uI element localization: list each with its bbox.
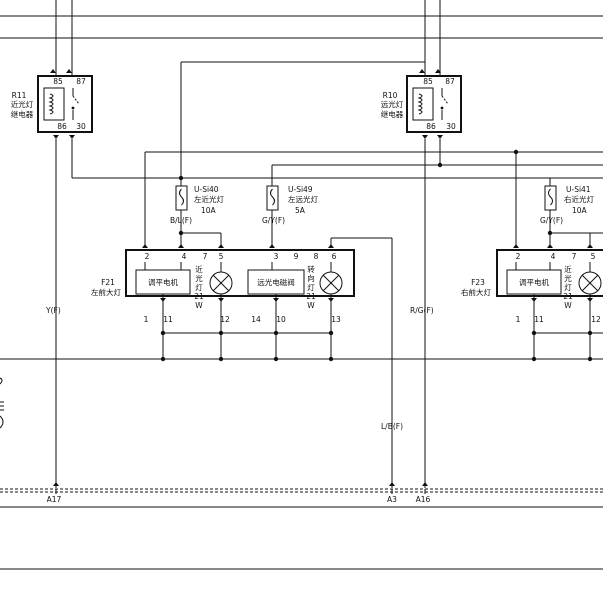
f21-turn-lamp-c3: 灯 xyxy=(307,282,315,292)
f23-pin-4: 4 xyxy=(551,252,556,261)
f21-pin-2: 2 xyxy=(145,252,150,261)
si41-name: 右近光灯 xyxy=(564,194,594,204)
f21-leveling-motor: 调平电机 xyxy=(148,277,178,287)
f23-low-beam-watt: 21 xyxy=(563,292,573,301)
fuse-si41 xyxy=(544,185,557,211)
r11-name-2: 继电器 xyxy=(11,109,34,119)
f21-low-beam-unit: W xyxy=(195,301,203,310)
r11-pin-85: 85 xyxy=(53,77,63,86)
f23-low-beam-c3: 灯 xyxy=(564,282,572,292)
r10-name-1: 远光灯 xyxy=(381,99,404,109)
f21-pin-1: 1 xyxy=(144,315,149,324)
r10-code: R10 xyxy=(383,91,398,100)
f21-pin-13: 13 xyxy=(331,315,341,324)
f21-pin-8: 8 xyxy=(314,252,319,261)
r10-name-2: 继电器 xyxy=(381,109,404,119)
connector-a3: A3 xyxy=(387,495,397,504)
r10-pin-87: 87 xyxy=(445,77,455,86)
connector-a17: A17 xyxy=(47,495,62,504)
si40-name: 左近光灯 xyxy=(194,194,224,204)
f21-turn-lamp-c1: 转 xyxy=(307,264,315,274)
f21-pin-7: 7 xyxy=(203,252,208,261)
partial-symbol-left xyxy=(0,377,4,429)
si49-code: U-Si49 xyxy=(288,185,313,194)
f23-pin-11: 11 xyxy=(534,315,544,324)
si40-rating: 10A xyxy=(201,206,217,215)
r10-pin-85: 85 xyxy=(423,77,433,86)
f21-pin-14: 14 xyxy=(251,315,261,324)
headlamp-f21 xyxy=(125,244,355,316)
f23-name: 右前大灯 xyxy=(461,287,491,297)
r11-code: R11 xyxy=(12,91,27,100)
r11-pin-30: 30 xyxy=(76,122,86,131)
f21-turn-lamp-watt: 21 xyxy=(306,292,316,301)
si41-code: U-Si41 xyxy=(566,185,591,194)
f21-pin-4: 4 xyxy=(182,252,187,261)
wire-label-lb-f: L/B(F) xyxy=(381,422,403,431)
relay-r11: 85 87 86 30 xyxy=(37,69,93,139)
f21-pin-6: 6 xyxy=(332,252,337,261)
f23-pin-12: 12 xyxy=(591,315,601,324)
f23-leveling-motor: 调平电机 xyxy=(519,277,549,287)
f21-turn-lamp-unit: W xyxy=(307,301,315,310)
r11-pin-87: 87 xyxy=(76,77,86,86)
f21-turn-lamp-c2: 向 xyxy=(307,273,315,283)
r10-pin-86: 86 xyxy=(426,122,436,131)
wire-label-y-f: Y(F) xyxy=(45,306,61,315)
f21-pin-9: 9 xyxy=(294,252,299,261)
si49-rating: 5A xyxy=(295,206,306,215)
fuse-si40 xyxy=(175,185,188,211)
si40-wire: B/L(F) xyxy=(170,216,192,225)
f21-pin-11: 11 xyxy=(163,315,173,324)
f23-pin-1: 1 xyxy=(516,315,521,324)
f21-code: F21 xyxy=(101,278,115,287)
relay-r10: 85 87 86 30 xyxy=(406,69,462,139)
r11-pin-86: 86 xyxy=(57,122,67,131)
f23-pin-7: 7 xyxy=(572,252,577,261)
si40-code: U-Si40 xyxy=(194,185,219,194)
f21-high-beam-valve: 远光电磁阀 xyxy=(257,277,295,287)
f21-pin-10: 10 xyxy=(276,315,286,324)
f21-low-beam-c3: 灯 xyxy=(195,282,203,292)
r10-pin-30: 30 xyxy=(446,122,456,131)
f23-low-beam-c2: 光 xyxy=(564,273,572,283)
f21-pin-12: 12 xyxy=(220,315,230,324)
f23-low-beam-c1: 近 xyxy=(564,264,572,274)
f21-pin-5: 5 xyxy=(219,252,224,261)
wire-label-rg-f: R/G(F) xyxy=(410,306,434,315)
si41-wire: G/Y(F) xyxy=(540,216,563,225)
f23-pin-5: 5 xyxy=(591,252,596,261)
f21-low-beam-watt: 21 xyxy=(194,292,204,301)
connector-a16: A16 xyxy=(416,495,431,504)
si49-wire: G/Y(F) xyxy=(262,216,285,225)
fuse-si49 xyxy=(266,185,279,211)
si41-rating: 10A xyxy=(572,206,588,215)
headlamp-f23 xyxy=(496,244,603,316)
f21-low-beam-c1: 近 xyxy=(195,264,203,274)
f21-name: 左前大灯 xyxy=(91,287,121,297)
f23-low-beam-unit: W xyxy=(564,301,572,310)
f21-low-beam-c2: 光 xyxy=(195,273,203,283)
r11-name-1: 近光灯 xyxy=(11,99,34,109)
f21-pin-3: 3 xyxy=(274,252,279,261)
si49-name: 左远光灯 xyxy=(288,194,318,204)
f23-code: F23 xyxy=(471,278,485,287)
f23-pin-2: 2 xyxy=(516,252,521,261)
